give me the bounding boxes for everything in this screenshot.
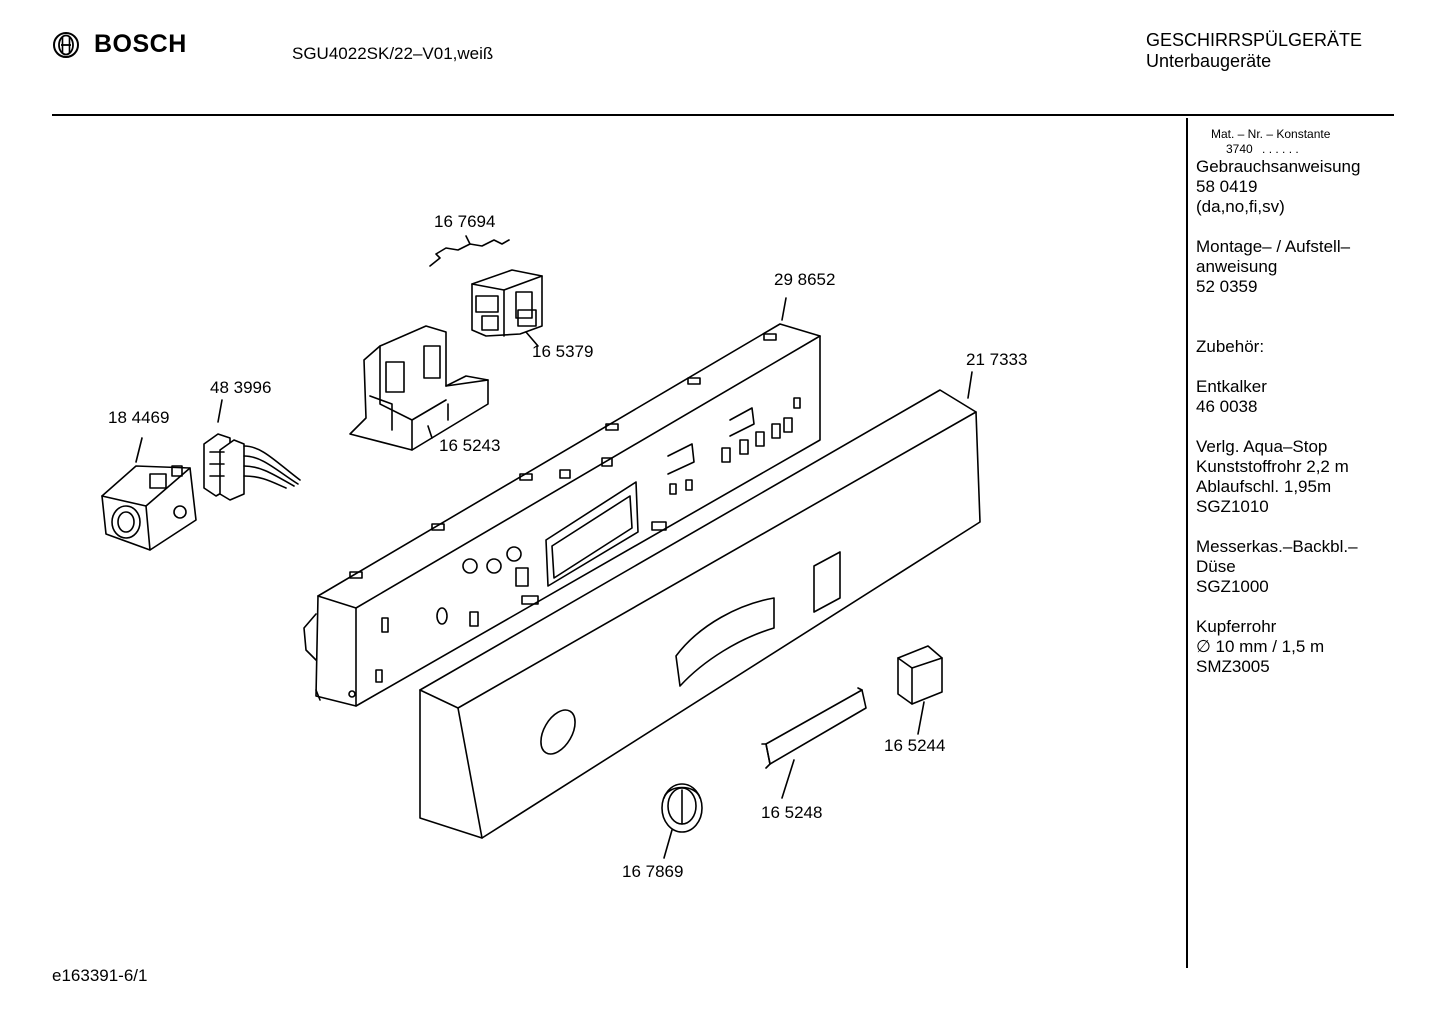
part-wiring-harness (203, 433, 301, 501)
product-category: GESCHIRRSPÜLGERÄTE Unterbaugeräte (1146, 30, 1362, 72)
mat-dots: . . . . . . (1262, 142, 1299, 156)
leader-line (427, 425, 433, 439)
leader-line (917, 701, 925, 735)
header-divider (52, 114, 1394, 116)
accessory-name: Entkalker (1196, 377, 1267, 396)
sidebar: Mat. – Nr. – Konstante 3740 . . . . . . … (1196, 127, 1432, 677)
accessory-detail: Kunststoffrohr 2,2 m (1196, 457, 1349, 476)
leader-line (967, 371, 973, 399)
category-subtitle: Unterbaugeräte (1146, 51, 1272, 71)
accessory-number: SGZ1000 (1196, 577, 1269, 596)
accessory-name: Kupferrohr (1196, 617, 1277, 636)
mat-label: Mat. – Nr. – Konstante (1211, 127, 1331, 141)
part-label-165379: 16 5379 (532, 342, 594, 361)
part-label-167694: 16 7694 (434, 212, 496, 231)
category-title: GESCHIRRSPÜLGERÄTE (1146, 30, 1363, 50)
part-label-167869: 16 7869 (622, 862, 684, 881)
manual-number: 58 0419 (1196, 177, 1258, 196)
install-title: Montage– / Aufstell– (1196, 237, 1351, 256)
manual-block: Gebrauchsanweisung 58 0419 (da,no,fi,sv) (1196, 157, 1432, 217)
sidebar-divider (1186, 118, 1188, 968)
part-label-165248: 16 5248 (761, 803, 823, 822)
leader-line (525, 331, 539, 347)
accessory-detail: Ablaufschl. 1,95m (1196, 477, 1332, 496)
part-label-483996: 48 3996 (210, 378, 272, 397)
accessory-aqua-stop: Verlg. Aqua–Stop Kunststoffrohr 2,2 m Ab… (1196, 437, 1432, 517)
part-program-switch (101, 465, 197, 551)
exploded-parts-drawing (101, 235, 981, 859)
part-control-panel (303, 323, 821, 707)
accessory-descaler: Entkalker 46 0038 (1196, 377, 1432, 417)
part-label-217333: 21 7333 (966, 350, 1028, 369)
part-front-fascia (419, 389, 981, 839)
mat-value: 3740 . . . . . . (1226, 142, 1432, 157)
accessory-nozzle: Messerkas.–Backbl.– Düse SGZ1000 (1196, 537, 1432, 597)
accessories-title: Zubehör: (1196, 337, 1265, 356)
part-spring-clip (429, 235, 510, 267)
accessory-detail: ∅ 10 mm / 1,5 m (1196, 637, 1325, 656)
bosch-armature-icon (53, 31, 79, 58)
document-id: e163391-6/1 (52, 966, 148, 985)
part-holder-bracket (349, 325, 489, 451)
accessory-detail: Düse (1196, 557, 1236, 576)
brand-name: BOSCH (94, 30, 187, 58)
accessory-number: 46 0038 (1196, 397, 1258, 416)
accessory-number: SGZ1010 (1196, 497, 1269, 516)
leader-line (135, 437, 143, 463)
brand-logo: BOSCH (52, 30, 187, 59)
leader-line (781, 759, 795, 799)
mat-number: 3740 (1226, 142, 1253, 156)
install-number: 52 0359 (1196, 277, 1258, 296)
part-knob (661, 783, 703, 833)
part-label-165244: 16 5244 (884, 736, 946, 755)
model-number: SGU4022SK/22–V01,weiß (292, 44, 494, 63)
accessory-copper-pipe: Kupferrohr ∅ 10 mm / 1,5 m SMZ3005 (1196, 617, 1432, 677)
manual-title: Gebrauchsanweisung (1196, 157, 1361, 176)
part-label-298652: 29 8652 (774, 270, 836, 289)
install-block: Montage– / Aufstell– anweisung 52 0359 (1196, 237, 1432, 297)
part-button-strip (761, 687, 867, 769)
leader-line (781, 297, 787, 321)
leader-line (663, 829, 673, 859)
install-title-2: anweisung (1196, 257, 1278, 276)
accessory-name: Messerkas.–Backbl.– (1196, 537, 1358, 556)
part-push-button (897, 645, 943, 705)
manual-languages: (da,no,fi,sv) (1196, 197, 1285, 216)
part-label-184469: 18 4469 (108, 408, 170, 427)
accessory-name: Verlg. Aqua–Stop (1196, 437, 1328, 456)
part-switch-module (471, 269, 543, 337)
leader-line (217, 399, 223, 423)
part-label-165243: 16 5243 (439, 436, 501, 455)
accessory-number: SMZ3005 (1196, 657, 1270, 676)
